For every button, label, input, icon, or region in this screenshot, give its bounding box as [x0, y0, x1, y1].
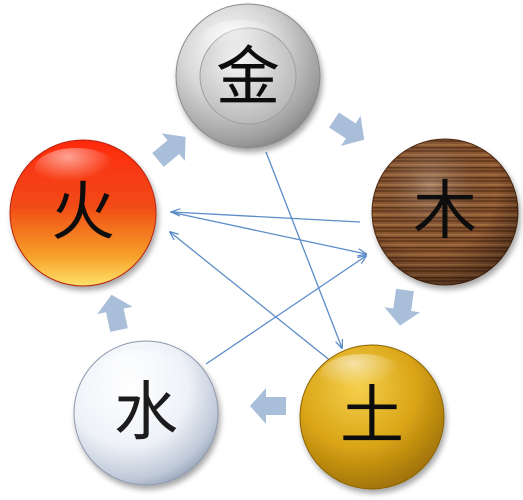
- arrow-water-to-fire: [97, 294, 133, 332]
- element-metal: 金: [175, 3, 321, 149]
- arrow-metal-to-earth: [265, 151, 342, 348]
- fire-glyph: 火: [51, 176, 115, 250]
- earth-glyph: 土: [340, 380, 404, 454]
- arrow-wood-to-earth: [384, 288, 421, 326]
- controlling-cycle-arrows: [169, 151, 366, 365]
- wood-glyph: 木: [413, 175, 477, 249]
- earth-gloss: [320, 354, 404, 398]
- fire-gloss: [34, 148, 118, 192]
- water-gloss: [98, 350, 182, 394]
- metal-glyph: 金: [216, 41, 280, 115]
- element-wood: 木: [371, 138, 519, 286]
- arrow-wood-to-water: [172, 212, 361, 223]
- wood-coin-shade: [372, 139, 518, 285]
- element-earth: 土: [299, 344, 445, 490]
- arrow-fire-to-metal: [152, 133, 186, 167]
- element-water: 水: [73, 340, 219, 486]
- arrow-fire-to-wood: [169, 211, 366, 254]
- element-fire: 火: [9, 139, 157, 287]
- arrow-earth-to-fire: [170, 232, 333, 363]
- water-glyph: 水: [114, 376, 178, 450]
- generating-cycle-arrows: [97, 112, 421, 424]
- arrow-water-to-metal: [205, 256, 366, 365]
- metal-gloss: [200, 20, 280, 64]
- arrow-earth-to-water: [250, 388, 286, 424]
- arrow-metal-to-wood: [329, 112, 365, 146]
